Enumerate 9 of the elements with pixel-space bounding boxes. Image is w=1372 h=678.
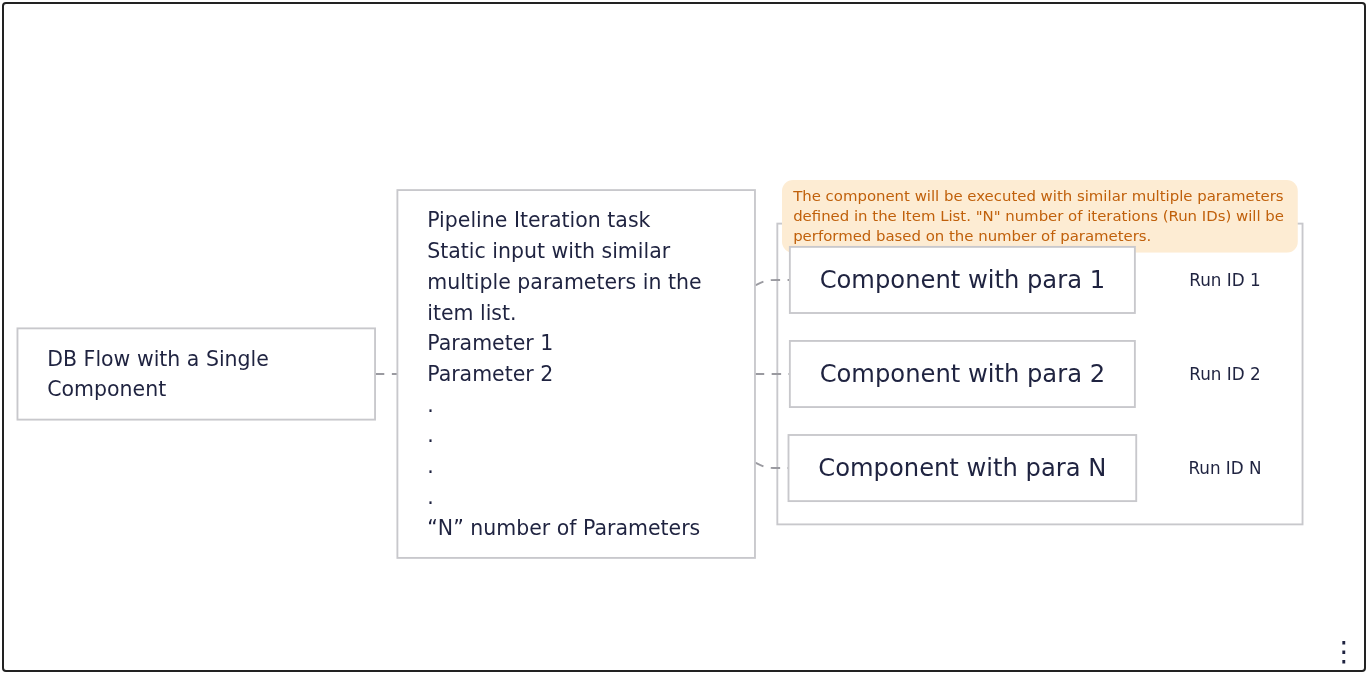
node-label: Run ID 2	[1189, 364, 1261, 385]
ellipsis-mark: ⋮	[1330, 635, 1358, 668]
node-box: Pipeline Iteration task Static input with similar multiple parameters in the item list. Parameter 1 Parameter 2 . . . . “N” number of Parameters	[396, 189, 756, 560]
node-label: Run ID 1	[1189, 270, 1261, 291]
node-box: Component with para N	[787, 434, 1138, 503]
node-box: Component with para 1	[788, 246, 1136, 315]
node-box: DB Flow with a Single Component	[16, 327, 376, 421]
node-box: Component with para 2	[788, 340, 1136, 409]
node-label: Run ID N	[1188, 458, 1262, 479]
